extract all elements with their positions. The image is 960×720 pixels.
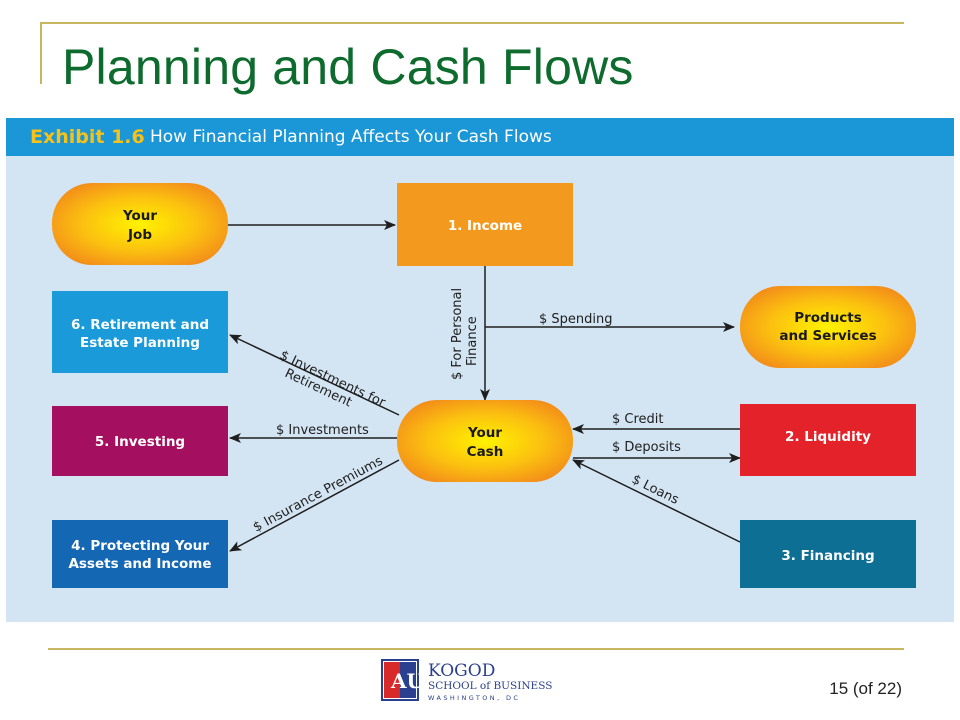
page-number: 15 (of 22) bbox=[829, 679, 902, 698]
node-financing: 3. Financing bbox=[740, 520, 916, 588]
edge-label-credit: $ Credit bbox=[612, 412, 664, 427]
exhibit-header: Exhibit 1.6 How Financial Planning Affec… bbox=[6, 118, 954, 156]
kogod-logo: AU KOGOD SCHOOL of BUSINESS WASHINGTON, … bbox=[381, 659, 552, 702]
node-products-label-1: Products bbox=[794, 310, 862, 326]
edge-insurance-premiums: $ Insurance Premiums bbox=[229, 453, 400, 552]
bottom-rule bbox=[48, 648, 904, 650]
exhibit-title: How Financial Planning Affects Your Cash… bbox=[150, 127, 552, 147]
node-your-job-label-2: Job bbox=[127, 227, 152, 243]
exhibit-number: Exhibit 1.6 bbox=[30, 126, 145, 148]
edge-label-spending: $ Spending bbox=[539, 312, 613, 327]
edge-spending: $ Spending bbox=[485, 312, 735, 332]
edge-investments: $ Investments bbox=[229, 423, 397, 443]
node-your-job: Your Job bbox=[52, 183, 228, 265]
node-your-cash-label-1: Your bbox=[467, 425, 502, 441]
edge-credit: $ Credit bbox=[572, 412, 740, 434]
node-investing-label: 5. Investing bbox=[95, 434, 185, 450]
node-products: Products and Services bbox=[740, 286, 916, 368]
node-retirement-label-1: 6. Retirement and bbox=[71, 317, 209, 333]
edge-loans: $ Loans bbox=[572, 459, 741, 543]
edge-deposits: $ Deposits bbox=[573, 440, 741, 463]
node-investing: 5. Investing bbox=[52, 406, 228, 476]
logo-brand-kogod: KOGOD bbox=[428, 661, 495, 681]
edge-label-personal-finance-2: Finance bbox=[465, 316, 480, 366]
node-your-cash-label-2: Cash bbox=[467, 444, 504, 460]
logo-brand-location: WASHINGTON, DC bbox=[428, 694, 520, 702]
top-rule bbox=[40, 22, 904, 24]
edge-label-loans: $ Loans bbox=[629, 472, 681, 508]
node-your-cash: Your Cash bbox=[397, 400, 573, 482]
edge-income-to-cash: $ For Personal Finance bbox=[450, 266, 490, 401]
edge-label-personal-finance-1: $ For Personal bbox=[450, 288, 465, 380]
node-financing-label: 3. Financing bbox=[781, 548, 874, 564]
edge-investments-for-retirement: $ Investments for Retirement bbox=[229, 334, 400, 416]
node-liquidity-label: 2. Liquidity bbox=[785, 429, 871, 445]
node-retirement: 6. Retirement and Estate Planning bbox=[52, 291, 228, 373]
left-rule bbox=[40, 22, 42, 84]
exhibit-panel: Exhibit 1.6 How Financial Planning Affec… bbox=[6, 118, 954, 622]
node-protecting-label-1: 4. Protecting Your bbox=[71, 538, 209, 554]
node-protecting: 4. Protecting Your Assets and Income bbox=[52, 520, 228, 588]
node-products-label-2: and Services bbox=[779, 328, 876, 344]
edge-label-insurance-premiums: $ Insurance Premiums bbox=[251, 453, 386, 535]
slide-title: Planning and Cash Flows bbox=[62, 39, 634, 95]
node-income-label: 1. Income bbox=[448, 218, 522, 234]
node-income: 1. Income bbox=[397, 183, 573, 266]
edge-label-deposits: $ Deposits bbox=[612, 440, 681, 455]
logo-brand-school: SCHOOL of BUSINESS bbox=[428, 680, 552, 692]
logo-monogram: AU bbox=[390, 669, 424, 693]
cash-flow-diagram: $ For Personal Finance $ Spending $ Inve… bbox=[52, 183, 916, 588]
node-protecting-label-2: Assets and Income bbox=[68, 556, 211, 572]
node-liquidity: 2. Liquidity bbox=[740, 404, 916, 476]
edge-label-investments: $ Investments bbox=[276, 423, 369, 438]
node-your-job-label-1: Your bbox=[122, 208, 157, 224]
node-retirement-label-2: Estate Planning bbox=[80, 335, 200, 351]
